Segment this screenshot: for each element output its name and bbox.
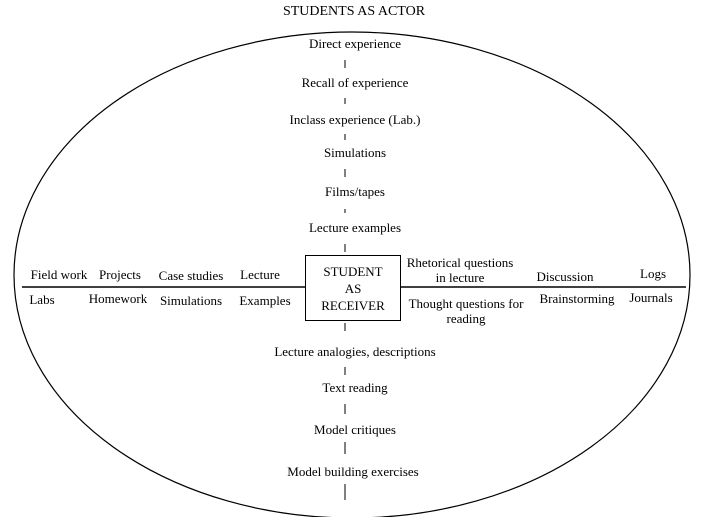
left-lower-labs: Labs xyxy=(29,292,55,307)
bottom-item-model-building-exercises: Model building exercises xyxy=(287,464,419,479)
right-upper-logs: Logs xyxy=(640,266,666,281)
top-item-recall-of-experience: Recall of experience xyxy=(301,75,409,90)
top-item-lecture-examples: Lecture examples xyxy=(308,220,402,235)
outer-ellipse xyxy=(13,31,691,517)
bottom-item-model-critiques: Model critiques xyxy=(314,422,396,437)
left-upper-case-studies: Case studies xyxy=(158,268,224,283)
rhetorical-line-1: Rhetorical questions xyxy=(406,255,514,270)
right-lower-thought-questions: Thought questions for reading xyxy=(408,296,525,326)
left-lower-homework: Homework xyxy=(88,291,148,306)
top-item-films-tapes: Films/tapes xyxy=(325,184,385,199)
left-upper-projects: Projects xyxy=(99,267,141,282)
right-lower-brainstorming: Brainstorming xyxy=(539,291,615,306)
right-upper-discussion: Discussion xyxy=(536,269,594,284)
center-line-3: RECEIVER xyxy=(321,297,385,313)
thought-line-2: reading xyxy=(446,311,486,326)
bottom-item-text-reading: Text reading xyxy=(322,380,388,395)
right-upper-rhetorical-questions: Rhetorical questions in lecture xyxy=(405,255,515,285)
rhetorical-line-2: in lecture xyxy=(435,270,485,285)
left-upper-field-work: Field work xyxy=(30,267,88,282)
center-line-2: AS xyxy=(344,280,362,296)
thought-line-1: Thought questions for xyxy=(408,296,524,311)
bottom-item-lecture-analogies: Lecture analogies, descriptions xyxy=(274,344,436,359)
left-upper-lecture: Lecture xyxy=(240,267,280,282)
top-item-direct-experience: Direct experience xyxy=(308,36,402,51)
left-lower-examples: Examples xyxy=(239,293,291,308)
left-lower-simulations: Simulations xyxy=(159,293,223,308)
diagram-title: STUDENTS AS ACTOR xyxy=(282,4,426,19)
top-item-simulations: Simulations xyxy=(323,145,387,160)
top-item-inclass-experience: Inclass experience (Lab.) xyxy=(289,112,421,127)
student-as-receiver-box: STUDENT AS RECEIVER xyxy=(305,255,401,321)
right-lower-journals: Journals xyxy=(629,290,673,305)
center-line-1: STUDENT xyxy=(323,263,383,279)
